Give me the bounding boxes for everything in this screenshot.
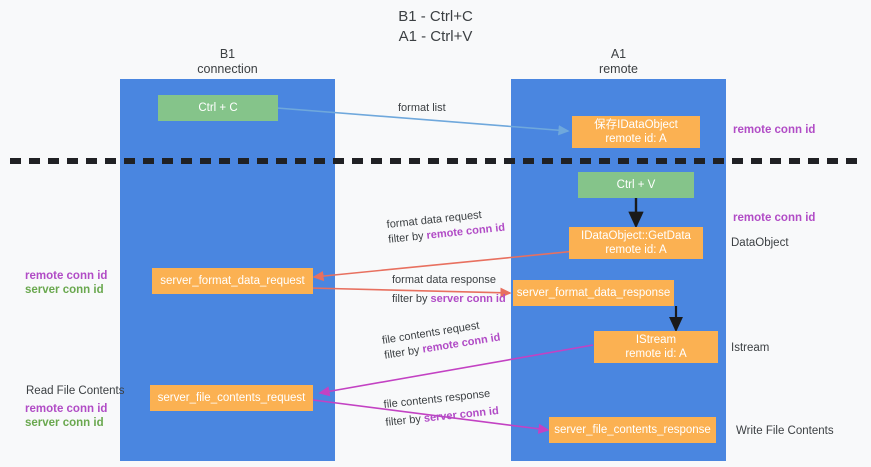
annotation-left-remote-conn-id-1: remote conn id (25, 270, 108, 282)
annotation-remote-conn-id-mid-text: remote conn id (733, 212, 816, 224)
title-line-2: A1 - Ctrl+V (398, 28, 473, 45)
annotation-remote-conn-id-mid: remote conn id (733, 211, 815, 225)
node-server-file-contents-response[interactable]: server_file_contents_response (549, 417, 716, 443)
edge-label-format-data-request: format data request filter by remote con… (386, 206, 506, 248)
node-server-format-data-response[interactable]: server_format_data_response (513, 280, 674, 306)
node-getdata-line2: remote id: A (605, 244, 667, 256)
prefix-filter-by-1: filter by (387, 229, 428, 246)
annotation-istream-text: Istream (731, 342, 770, 354)
column-header-b1-name: B1 (219, 47, 236, 61)
node-ctrl-v[interactable]: Ctrl + V (578, 172, 694, 198)
node-istream-line2: remote id: A (625, 348, 687, 360)
edge-label-format-data-response-line1: format data response (392, 274, 496, 286)
annotation-write-file-contents-text: Write File Contents (736, 425, 834, 437)
page-title: B1 - Ctrl+C A1 - Ctrl+V (0, 7, 871, 47)
node-save-idataobject-line2: remote id: A (605, 133, 667, 145)
edge-label-format-data-response: format data response filter by server co… (392, 273, 506, 307)
annotation-left-remote-conn-id-2: remote conn id (25, 403, 108, 415)
node-server-format-data-request[interactable]: server_format_data_request (152, 268, 313, 294)
annotation-read-file-contents: Read File Contents (26, 384, 124, 398)
edge-label-file-contents-response: file contents response filter by server … (383, 386, 500, 431)
node-istream[interactable]: IStream remote id: A (594, 331, 718, 363)
node-server-format-data-request-label: server_format_data_request (160, 275, 305, 287)
column-header-b1-sub: connection (197, 62, 258, 76)
annotation-write-file-contents: Write File Contents (736, 424, 834, 438)
emph-server-conn-id-1: server conn id (430, 293, 506, 305)
node-ctrl-c[interactable]: Ctrl + C (158, 95, 278, 121)
node-idataobject-getdata[interactable]: IDataObject::GetData remote id: A (569, 227, 703, 259)
prefix-filter-by-4: filter by (384, 412, 425, 429)
edge-label-format-list-text: format list (398, 102, 446, 114)
annotation-remote-conn-id-top-text: remote conn id (733, 124, 816, 136)
annotation-left-conn-ids-2: remote conn id server conn id (25, 402, 107, 430)
edge-label-format-list: format list (398, 101, 446, 116)
node-ctrl-v-label: Ctrl + V (616, 179, 656, 191)
annotation-remote-conn-id-top: remote conn id (733, 123, 815, 137)
column-header-a1-sub: remote (599, 62, 638, 76)
node-istream-line1: IStream (635, 334, 677, 346)
node-server-format-data-response-label: server_format_data_response (516, 287, 671, 299)
annotation-dataobject: DataObject (731, 236, 789, 250)
node-getdata-line1: IDataObject::GetData (581, 230, 691, 242)
node-server-file-contents-response-label: server_file_contents_response (554, 424, 711, 436)
edge-label-format-data-response-line2: filter by server conn id (392, 292, 506, 307)
annotation-dataobject-text: DataObject (731, 237, 789, 249)
column-header-b1: B1 connection (120, 47, 335, 77)
prefix-filter-by-2: filter by (392, 293, 431, 305)
title-line-1: B1 - Ctrl+C (398, 8, 473, 25)
node-server-file-contents-request[interactable]: server_file_contents_request (150, 385, 313, 411)
annotation-left-conn-ids-1: remote conn id server conn id (25, 269, 107, 297)
node-server-file-contents-request-label: server_file_contents_request (157, 392, 306, 404)
annotation-left-server-conn-id-1: server conn id (25, 284, 104, 296)
column-header-a1-name: A1 (610, 47, 627, 61)
annotation-istream: Istream (731, 341, 769, 355)
node-save-idataobject-line1: 保存IDataObject (594, 119, 678, 131)
annotation-left-server-conn-id-2: server conn id (25, 417, 104, 429)
edge-label-file-contents-request: file contents request filter by remote c… (381, 316, 502, 364)
annotation-read-file-contents-text: Read File Contents (26, 385, 125, 397)
node-save-idataobject[interactable]: 保存IDataObject remote id: A (572, 116, 700, 148)
node-ctrl-c-label: Ctrl + C (198, 102, 238, 114)
column-header-a1: A1 remote (511, 47, 726, 77)
emph-server-conn-id-2: server conn id (423, 405, 500, 425)
